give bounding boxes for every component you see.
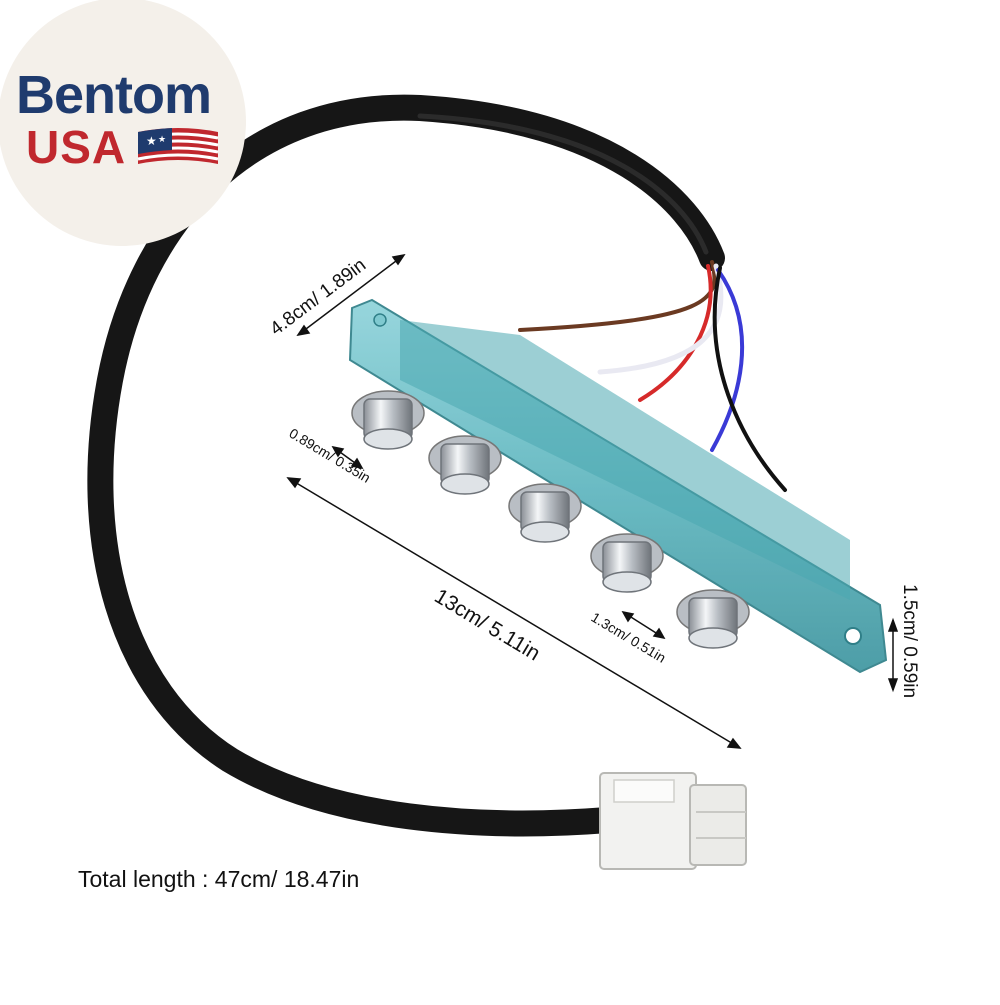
flag-icon: ★ ★: [137, 128, 219, 164]
push-button: [676, 589, 750, 649]
total-length-label: Total length : 47cm/ 18.47in: [78, 866, 360, 892]
brand-logo: Bentom USA ★ ★: [0, 0, 246, 246]
push-button: [508, 483, 582, 543]
svg-text:★: ★: [146, 134, 157, 148]
height-dimension-label: 1.5cm/ 0.59in: [899, 584, 920, 698]
logo-brand-text: Bentom: [16, 65, 212, 125]
switch-housing: [348, 298, 888, 674]
plug-connector: [599, 772, 747, 870]
power-cable: [87, 94, 725, 837]
push-button: [428, 435, 502, 495]
button-diameter-label: 0.89cm/ 0.35in: [286, 425, 373, 486]
push-button: [590, 533, 664, 593]
push-button: [351, 390, 425, 450]
logo-country-text: USA: [26, 121, 127, 173]
push-button-row: [351, 390, 750, 649]
wire-bundle: [518, 260, 787, 492]
mounting-hole-icon: [844, 627, 862, 645]
svg-text:★: ★: [158, 135, 166, 145]
dimension-lines: [286, 253, 899, 749]
